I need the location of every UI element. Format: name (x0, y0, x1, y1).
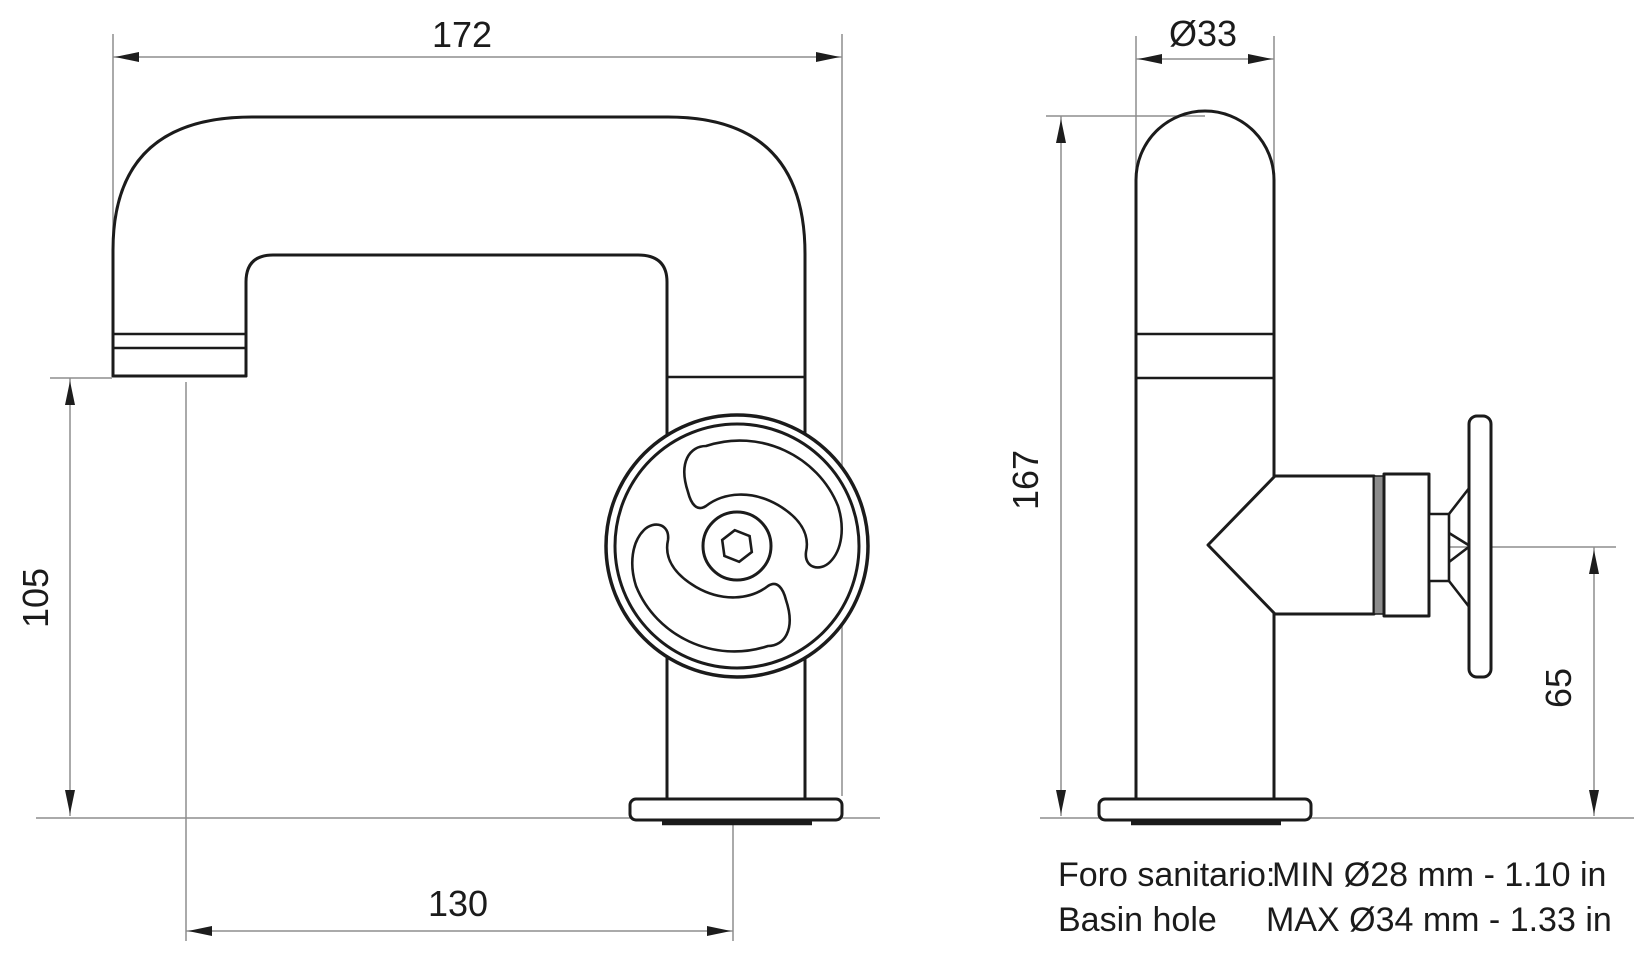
wheel-inner-rim (613, 422, 861, 670)
hex-screw-icon (720, 528, 754, 564)
side-column-profile (1134, 109, 1276, 801)
front-construction-lines (36, 34, 880, 941)
front-view: 172 105 130 (15, 14, 880, 941)
handle-hub-cone (1447, 486, 1472, 609)
arrow-up-icon (65, 381, 75, 405)
arrow-right-icon (816, 52, 840, 62)
arrow-left-icon (115, 52, 139, 62)
valve-body (1206, 474, 1376, 616)
dim-105-label: 105 (15, 568, 56, 628)
arrow-up-icon (1056, 119, 1066, 143)
front-handwheel (604, 413, 870, 679)
dim-167-label: 167 (1005, 450, 1046, 510)
side-faucet-body (1097, 109, 1313, 826)
side-arrowheads (1056, 54, 1599, 814)
arrow-right-icon (1248, 54, 1272, 64)
handle-stem (1427, 512, 1451, 583)
basin-hole-note: Foro sanitario: MIN Ø28 mm - 1.10 in Bas… (1058, 856, 1612, 939)
arrow-down-icon (65, 790, 75, 814)
handle-base-cylinder (1382, 472, 1431, 618)
base-flange (628, 797, 844, 822)
dim-33-label: Ø33 (1169, 13, 1237, 54)
side-base-flange (1097, 797, 1313, 822)
note-value-line2: MAX Ø34 mm - 1.33 in (1266, 901, 1612, 939)
spout-outer-profile (111, 115, 807, 801)
note-value-line1: MIN Ø28 mm - 1.10 in (1272, 856, 1606, 894)
spout-inner-profile (244, 253, 669, 801)
dim-65-label: 65 (1538, 668, 1579, 708)
arrow-down-icon (1589, 790, 1599, 814)
arrow-down-icon (1056, 790, 1066, 814)
dim-172-label: 172 (432, 14, 492, 55)
wheel-spoke-cutout-top (683, 439, 844, 569)
arrow-left-icon (1138, 54, 1162, 64)
arrow-left-icon (188, 926, 212, 936)
arrow-right-icon (707, 926, 731, 936)
front-faucet-body (111, 115, 844, 826)
handwheel-edge-profile (1467, 414, 1493, 679)
side-handle-assembly (1206, 414, 1493, 679)
arrow-up-icon (1589, 550, 1599, 574)
note-label-line1: Foro sanitario: (1058, 856, 1275, 894)
dim-130-label: 130 (428, 883, 488, 924)
note-label-line2: Basin hole (1058, 901, 1217, 939)
side-view: Ø33 167 65 (1005, 13, 1634, 826)
front-arrowheads (65, 52, 840, 936)
wheel-spoke-cutout-bottom (630, 523, 791, 653)
